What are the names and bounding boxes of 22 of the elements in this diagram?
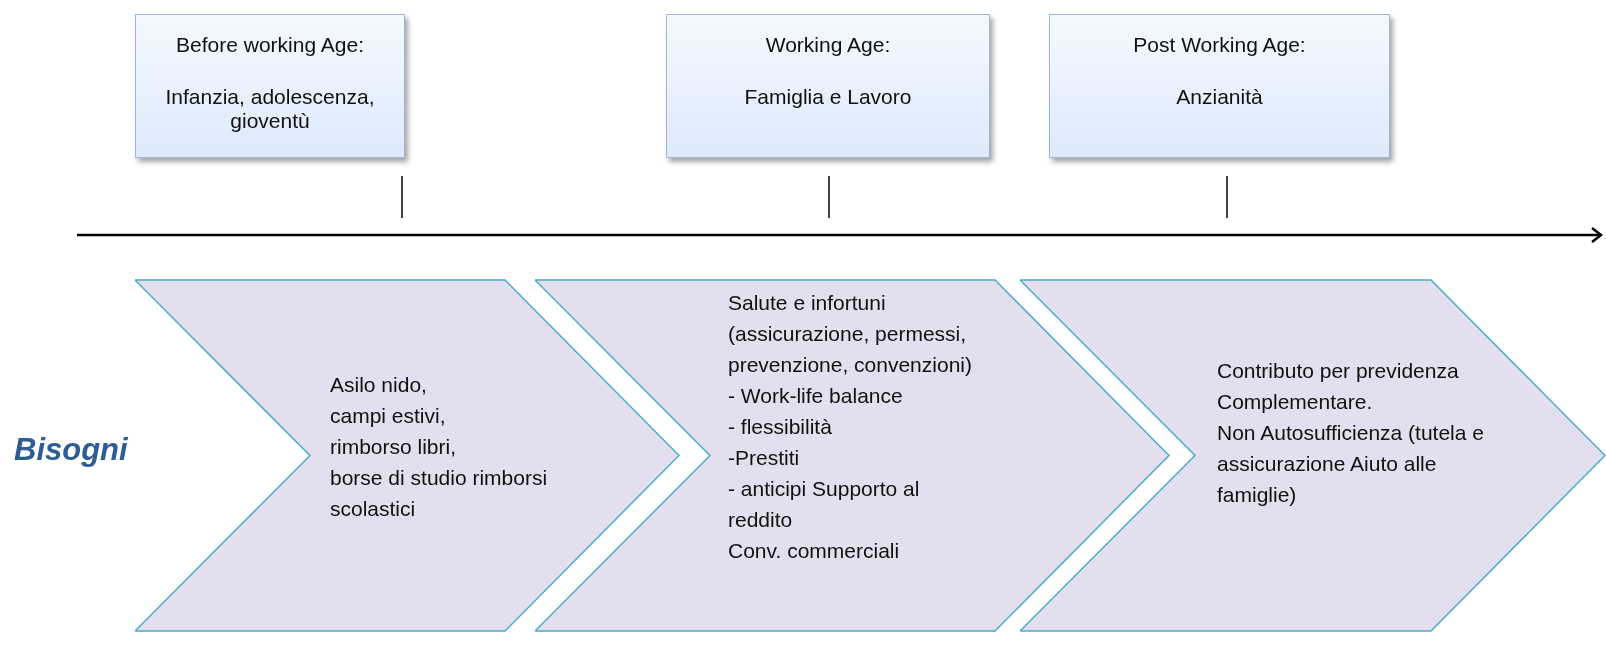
stage-heading: Working Age: xyxy=(764,33,892,57)
needs-text: borse di studio rimborsi scolastici xyxy=(330,465,549,522)
needs-text: Salute e infortuni (assicurazione, permessi, prevenzione, convenzioni) xyxy=(728,290,973,378)
needs-text: rimborso libri, xyxy=(330,434,458,460)
needs-text: Conv. commerciali xyxy=(728,538,901,564)
needs-text: Asilo nido, xyxy=(330,372,428,398)
stage-box xyxy=(135,14,405,158)
needs-text: - flessibilità xyxy=(728,414,833,440)
needs-text: Contributo per previdenza Complementare. xyxy=(1217,358,1460,415)
needs-text: - Work-life balance xyxy=(728,383,904,409)
stage-heading: Post Working Age: xyxy=(1132,33,1307,57)
needs-text: Non Autosufficienza (tutela e assicurazione Aiuto alle famiglie) xyxy=(1217,420,1485,508)
needs-text: -Prestiti xyxy=(728,445,801,471)
needs-text: campi estivi, xyxy=(330,403,447,429)
needs-text: - anticipi Supporto al reddito xyxy=(728,476,921,533)
row-label: Bisogni xyxy=(14,432,128,468)
stage-box xyxy=(666,14,990,158)
stage-text: Infanzia, adolescenza, gioventù xyxy=(164,85,376,133)
stage-heading: Before working Age: xyxy=(175,33,365,57)
stage-text: Anzianità xyxy=(1175,85,1264,109)
stage-box xyxy=(1049,14,1390,158)
stage-text: Famiglia e Lavoro xyxy=(743,85,913,109)
